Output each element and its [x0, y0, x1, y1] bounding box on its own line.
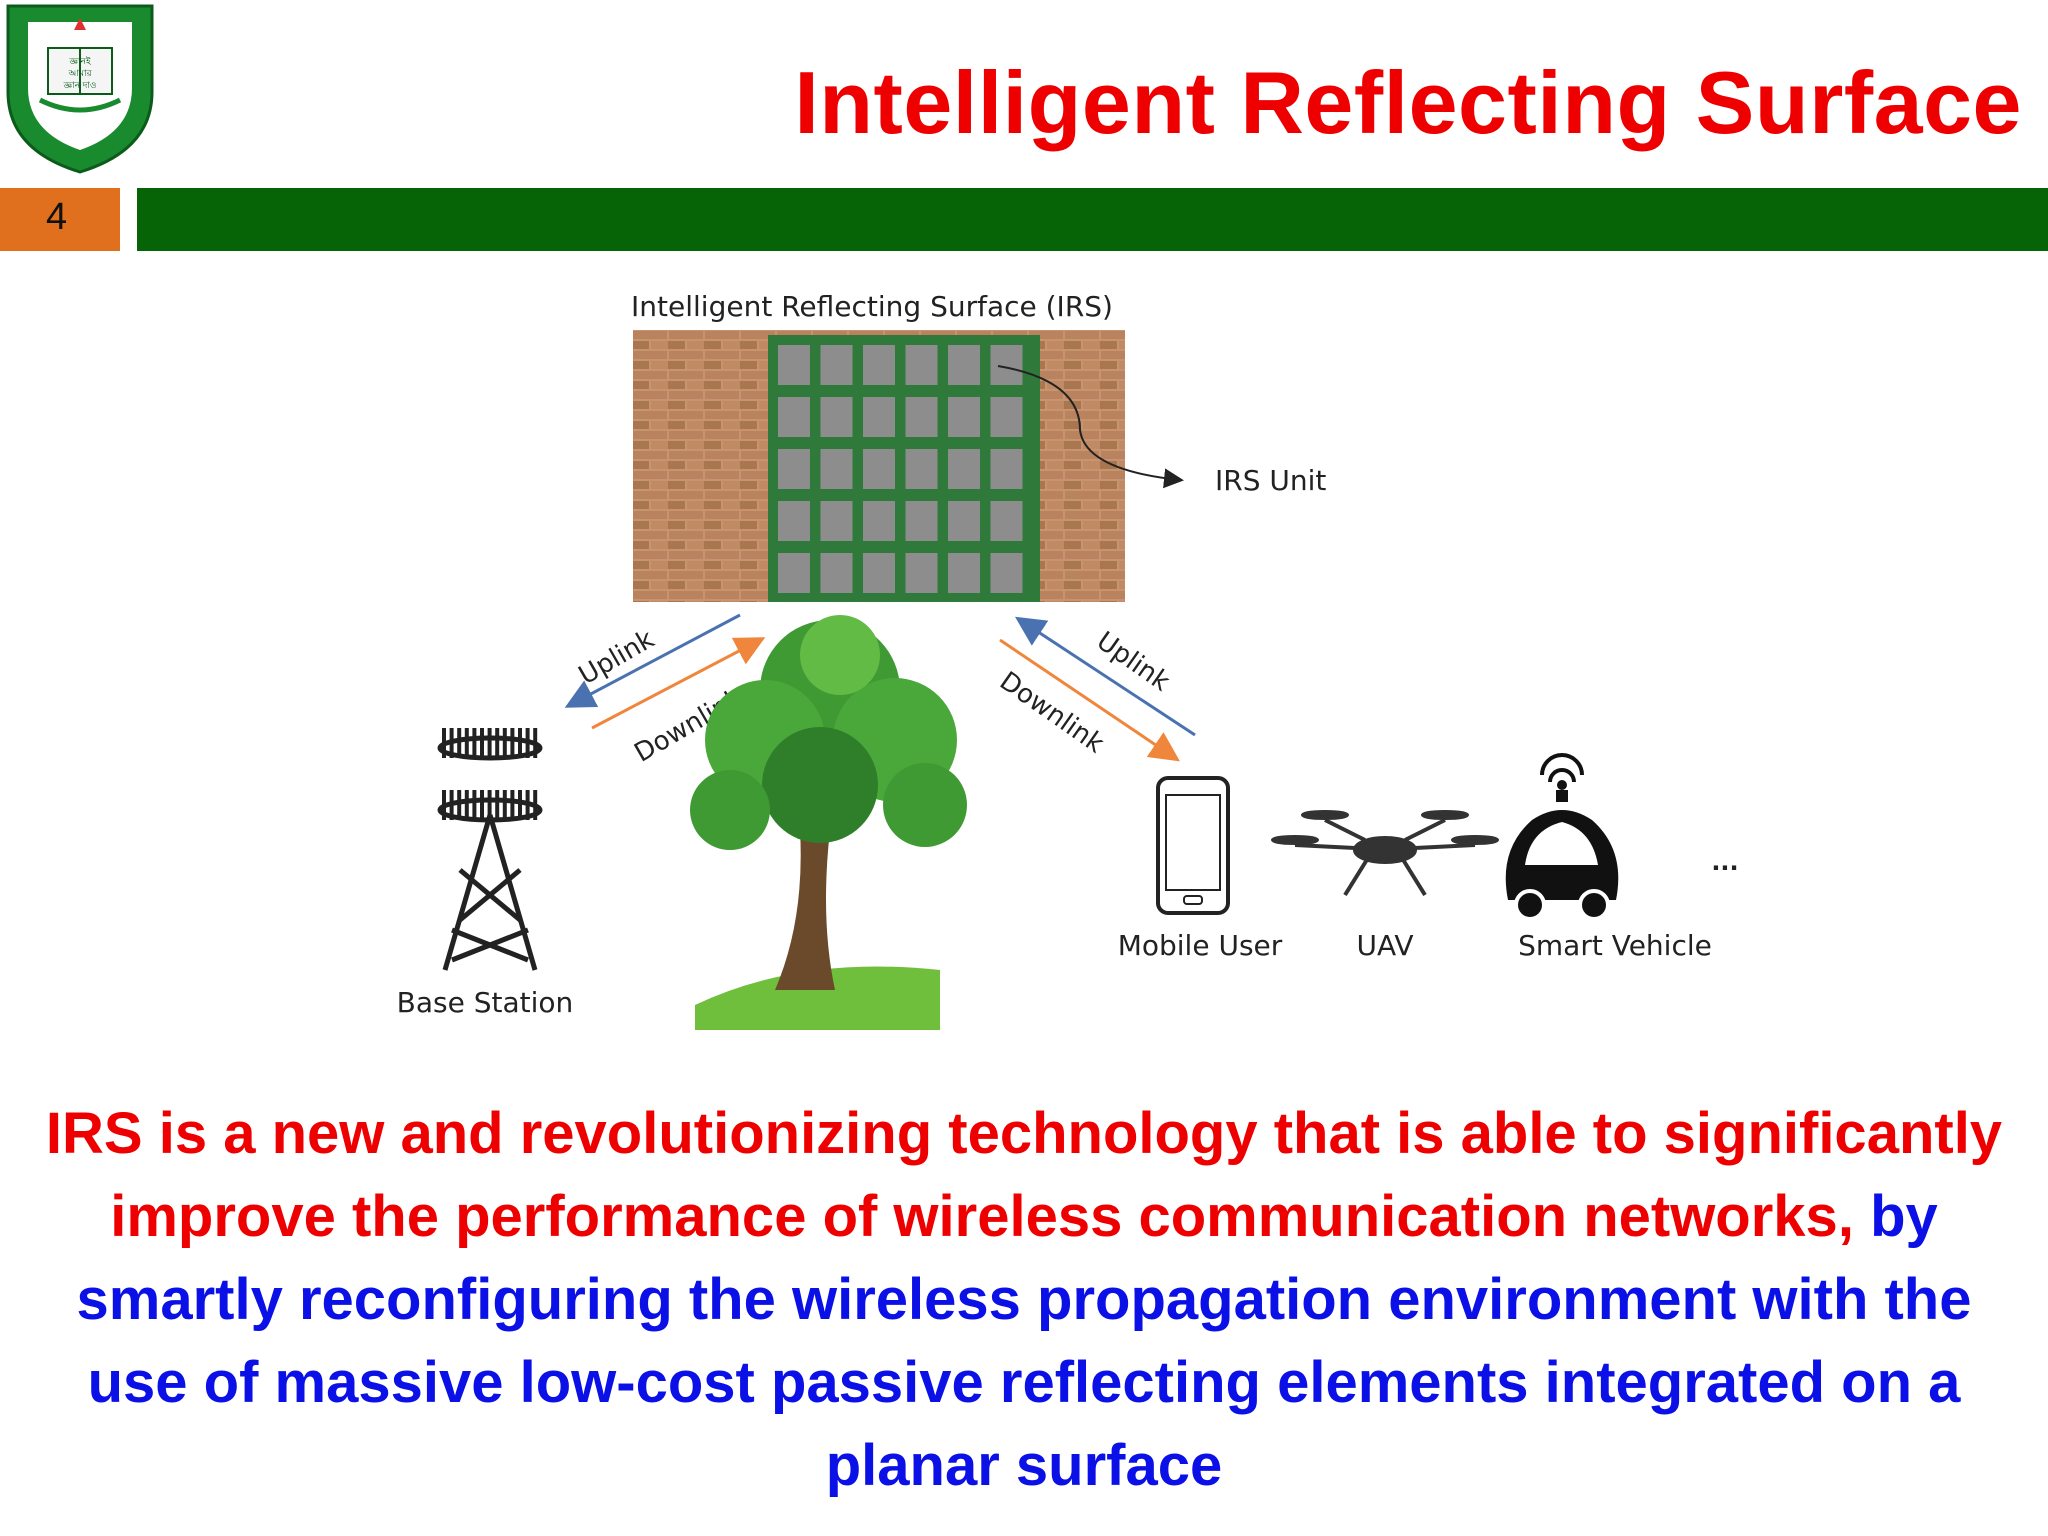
irs-panel — [768, 335, 1040, 602]
uav-label: UAV — [1356, 929, 1413, 962]
irs-element-cell — [821, 397, 853, 437]
irs-caption: Intelligent Reflecting Surface (IRS) — [631, 290, 1113, 323]
base-station-label: Base Station — [397, 986, 574, 1019]
irs-element-cell — [821, 449, 853, 489]
irs-element-cell — [948, 501, 980, 541]
right-uplink-label: Uplink — [1091, 626, 1175, 697]
logo-text-line-1: জ্ঞানই — [68, 56, 91, 66]
irs-diagram: Intelligent Reflecting Surface (IRS) IRS… — [380, 270, 1780, 1040]
irs-element-cell — [778, 345, 810, 385]
irs-element-cell — [821, 553, 853, 593]
irs-element-cell — [991, 553, 1023, 593]
mobile-user-label: Mobile User — [1118, 929, 1283, 962]
irs-element-cell — [778, 449, 810, 489]
mobile-phone-icon — [1158, 778, 1228, 913]
logo-text-line-2: আমার — [67, 68, 92, 78]
title-divider-bar — [137, 188, 2048, 251]
irs-element-cell — [863, 553, 895, 593]
base-station-icon — [440, 728, 540, 970]
irs-element-cell — [863, 345, 895, 385]
irs-element-cell — [906, 501, 938, 541]
irs-element-cell — [906, 397, 938, 437]
irs-element-cell — [948, 449, 980, 489]
irs-element-cell — [778, 553, 810, 593]
irs-element-cell — [991, 449, 1023, 489]
irs-element-cell — [863, 501, 895, 541]
smart-vehicle-icon — [1506, 755, 1619, 919]
irs-element-cell — [991, 501, 1023, 541]
smart-vehicle-label: Smart Vehicle — [1518, 929, 1712, 962]
irs-element-cell — [991, 397, 1023, 437]
more-devices-ellipsis: ... — [1711, 848, 1738, 876]
irs-element-cell — [863, 449, 895, 489]
irs-element-cell — [948, 553, 980, 593]
irs-element-cell — [778, 501, 810, 541]
irs-element-cell — [821, 501, 853, 541]
logo-text-line-3: জ্ঞান দাও — [62, 80, 96, 90]
tree-icon — [690, 615, 967, 1030]
slide-title: Intelligent Reflecting Surface — [794, 52, 2022, 154]
page-number: 4 — [46, 196, 67, 239]
description-red-part: IRS is a new and revolutionizing technol… — [46, 1101, 2002, 1249]
irs-element-cell — [906, 345, 938, 385]
right-downlink-label: Downlink — [994, 666, 1109, 759]
irs-unit-label: IRS Unit — [1215, 464, 1326, 497]
irs-element-cell — [948, 397, 980, 437]
irs-element-cell — [948, 345, 980, 385]
irs-element-cell — [778, 397, 810, 437]
page-number-badge: 4 — [0, 188, 120, 251]
irs-element-cell — [821, 345, 853, 385]
irs-element-cell — [863, 397, 895, 437]
uav-icon — [1273, 812, 1497, 895]
description-paragraph: IRS is a new and revolutionizing technol… — [20, 1092, 2028, 1507]
irs-element-cell — [991, 345, 1023, 385]
irs-element-cell — [906, 553, 938, 593]
irs-element-cell — [906, 449, 938, 489]
university-logo: জ্ঞানই আমার জ্ঞান দাও — [0, 0, 160, 176]
